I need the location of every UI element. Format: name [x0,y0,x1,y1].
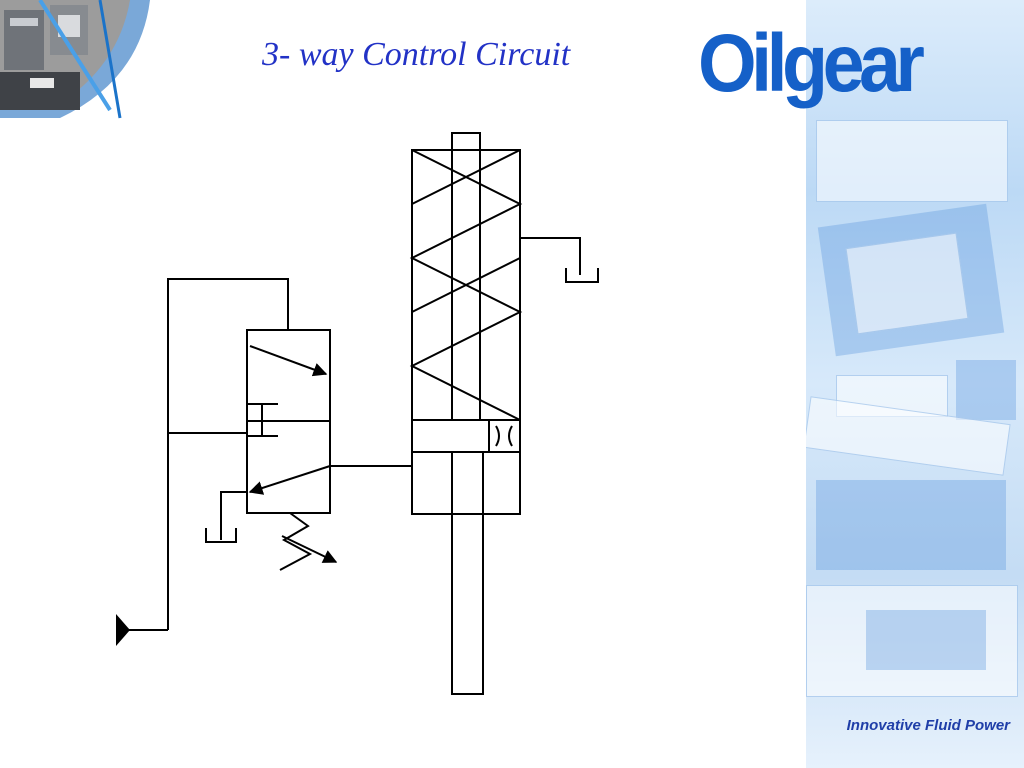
actuator-cylinder [411,132,521,695]
tank-symbol-top [565,268,599,283]
tank-symbol-bottom [205,528,237,543]
pilot-line [167,278,289,630]
corner-photo [0,0,150,120]
slide-title: 3- way Control Circuit [262,36,571,73]
side-decor-panel [806,0,1024,768]
oilgear-logo: Oilgear [698,18,925,109]
tagline: Innovative Fluid Power [846,717,1010,734]
three-way-valve [246,329,331,514]
flow-restrictor [488,420,513,452]
compression-spring [409,149,523,421]
adjustable-spring [279,512,313,571]
circuit-diagram [116,132,599,695]
tank-line [520,237,581,275]
valve-tank-line [220,491,247,540]
pressure-source [116,614,130,646]
